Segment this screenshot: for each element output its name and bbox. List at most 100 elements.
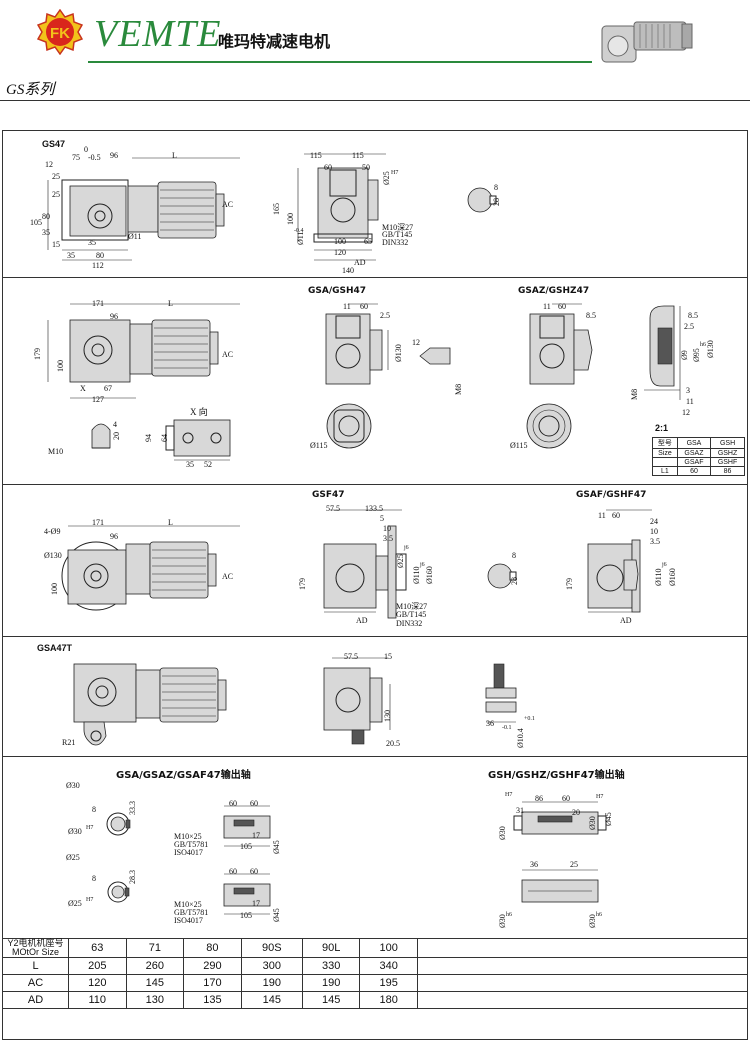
dim-text: Ø11 xyxy=(296,231,305,245)
table-row: L 205 260 290 300 330 340 xyxy=(2,957,748,975)
dim-text: Ø25 xyxy=(66,853,80,862)
dim-text: 100 xyxy=(50,583,59,595)
dim-text: Ø9 xyxy=(680,350,689,360)
dim-text: 96 xyxy=(110,532,118,541)
dim-text: h6 xyxy=(700,342,706,348)
caption-output-left: GSA/GSAZ/GSAF47输出轴 xyxy=(116,770,251,781)
gsa47-side-view xyxy=(325,303,389,385)
page-header: FK VEMTE 唯玛特减速电机 xyxy=(0,0,750,68)
gsa47t-front-view xyxy=(73,663,227,746)
dim-text: 31 xyxy=(516,806,524,815)
dim-text: H7 xyxy=(596,794,604,800)
table-cell: 145 xyxy=(125,974,185,992)
gsa47t-side-view xyxy=(323,657,391,745)
table-row-header: AC xyxy=(2,974,69,992)
size-cell: 60 xyxy=(676,466,712,476)
caption-gsaf-gshf47: GSAF/GSHF47 xyxy=(576,490,647,500)
dim-text: 64 xyxy=(160,434,169,442)
gsaz47-flange-round xyxy=(526,403,572,449)
dim-text: Ø115 xyxy=(310,441,328,450)
output-shaft-gsh-b xyxy=(521,869,599,903)
brand-name: VEMTE xyxy=(94,13,222,55)
table-cell: 63 xyxy=(68,938,127,958)
dim-text: 80 xyxy=(42,212,50,221)
dim-text: -0.5 xyxy=(88,153,101,162)
dim-text: 35 xyxy=(186,460,194,469)
dim-text: 36 xyxy=(530,860,538,869)
table-cell: 190 xyxy=(301,974,361,992)
table-cell: 120 xyxy=(68,974,127,992)
dim-text: Ø130 xyxy=(394,344,403,362)
caption-output-right: GSH/GSHZ/GSHF47输出轴 xyxy=(488,770,625,781)
dim-text: DIN332 xyxy=(396,619,423,628)
dim-text: 60 xyxy=(324,163,332,172)
table-cell: 145 xyxy=(240,991,303,1009)
table-cell xyxy=(417,957,748,975)
dim-text: Ø11 xyxy=(128,232,142,241)
dim-text: 25 xyxy=(570,860,578,869)
table-cell xyxy=(417,974,748,992)
size-cell: GSAF xyxy=(676,457,712,467)
size-cell: L1 xyxy=(652,466,678,476)
dim-text: 24 xyxy=(650,517,658,526)
table-cell: 71 xyxy=(125,938,185,958)
caption-gsf47: GSF47 xyxy=(312,490,345,500)
table-cell: 330 xyxy=(301,957,361,975)
section-divider xyxy=(2,756,748,757)
dim-text: GB/T5781 xyxy=(174,908,209,917)
dim-text: 179 xyxy=(33,348,42,360)
dim-text: Ø30 xyxy=(498,826,507,840)
dim-text: 100 xyxy=(334,237,346,246)
size-cell: 型号 xyxy=(652,437,678,449)
dim-text: +0.1 xyxy=(524,716,535,722)
dim-text: Ø95 xyxy=(692,348,701,362)
dim-text: h6 xyxy=(506,912,512,918)
dim-text: 8 xyxy=(92,805,96,814)
dim-text: 36 xyxy=(486,719,494,728)
dim-text: j6 xyxy=(662,562,667,568)
dim-text: ISO4017 xyxy=(174,916,203,925)
section-divider xyxy=(2,277,748,278)
dim-text: 4 xyxy=(113,420,117,429)
dim-text: 60 xyxy=(250,867,258,876)
dim-text: 60 xyxy=(562,794,570,803)
dim-text: 10 xyxy=(650,527,658,536)
dim-text: 67 xyxy=(104,384,112,393)
table-cell: 80 xyxy=(183,938,242,958)
dim-text: Ø30 xyxy=(588,816,597,830)
size-cell: GSH xyxy=(710,437,745,449)
dim-text: 65 xyxy=(364,237,372,246)
dim-text: Ø115 xyxy=(510,441,528,450)
dim-text: M10深27 xyxy=(396,602,428,611)
table-cell: 260 xyxy=(125,957,185,975)
dim-text: DIN332 xyxy=(382,238,409,247)
dim-text: 8.5 xyxy=(586,311,596,320)
dim-text: 60 xyxy=(612,511,620,520)
dim-text: GB/T145 xyxy=(396,610,427,619)
dim-text: 105 xyxy=(30,218,42,227)
table-cell: 130 xyxy=(125,991,185,1009)
table-cell: 110 xyxy=(68,991,127,1009)
size-cell: GSHF xyxy=(710,457,745,467)
dim-text: h6 xyxy=(596,912,602,918)
dim-text: 3.5 xyxy=(650,537,660,546)
dim-text: R21 xyxy=(62,738,76,747)
dim-text: 35 xyxy=(88,238,96,247)
dim-text: 96 xyxy=(110,312,118,321)
dim-text: Ø25 xyxy=(382,171,391,185)
dim-text: 11 xyxy=(543,302,551,311)
dim-text: AC xyxy=(222,350,234,359)
table-cell xyxy=(417,938,748,958)
gsa47-x-view xyxy=(165,419,231,461)
dim-text: 15 xyxy=(52,240,60,249)
section-label-gsa47t: GSA47T xyxy=(37,643,73,653)
dim-text: M10 xyxy=(48,447,64,456)
gsa47-front-view xyxy=(47,303,240,399)
dim-text: Ø130 xyxy=(44,551,62,560)
dim-text: 15 xyxy=(384,652,392,661)
size-cell: GSHZ xyxy=(710,448,745,458)
dim-text: 2.5 xyxy=(380,311,390,320)
caption-gsa-gsh47: GSA/GSH47 xyxy=(308,286,367,296)
dim-text: 105 xyxy=(240,911,252,920)
gsaz47-side-view xyxy=(529,303,593,385)
